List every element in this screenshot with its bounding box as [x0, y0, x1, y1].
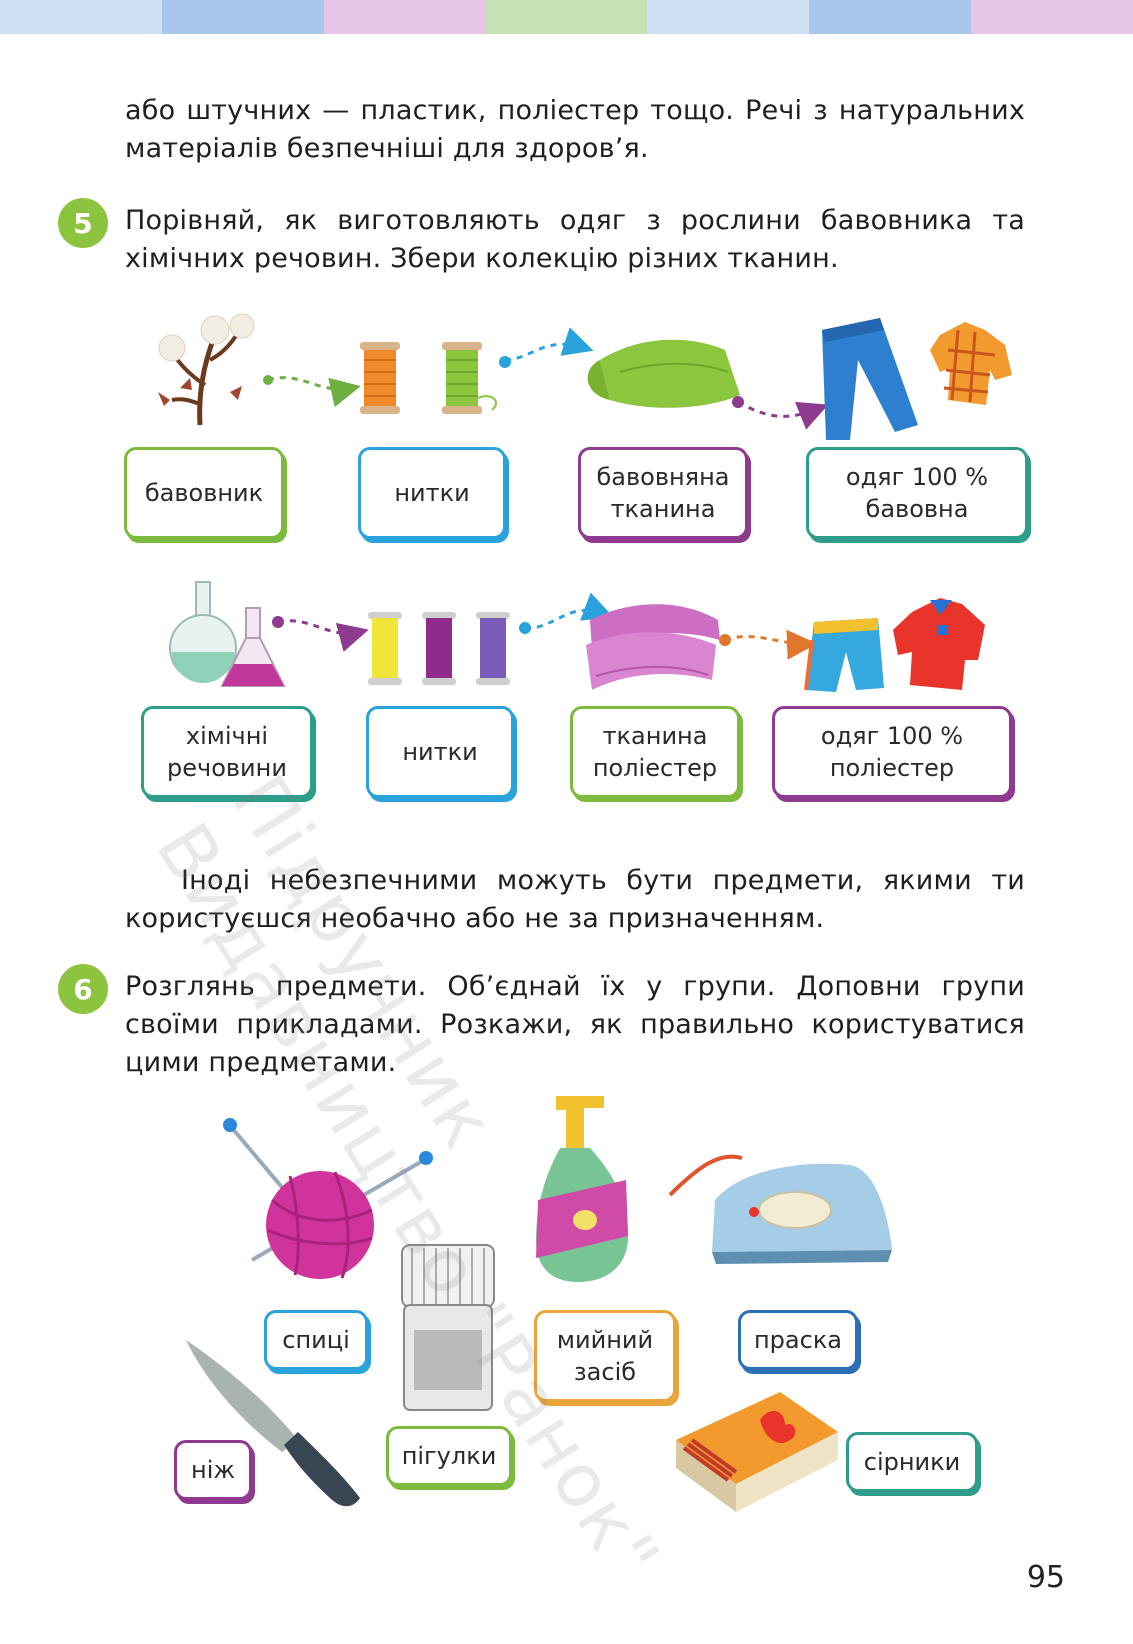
- polyester-fabric-icon: [586, 604, 720, 690]
- spray-bottle-icon: [536, 1096, 629, 1282]
- cotton-plant-icon: [158, 313, 255, 426]
- task-5-text: Порівняй, як виготовляють одяг з рослини…: [125, 205, 1025, 274]
- chemical-flasks-icon: [169, 581, 286, 687]
- label-threads: нитки: [358, 447, 506, 539]
- knife-icon: [186, 1340, 360, 1507]
- label-polyester-clothes: одяг 100 % поліестер: [772, 706, 1012, 798]
- label-iron: праска: [738, 1310, 858, 1370]
- label-knitting-needles: спиці: [264, 1310, 368, 1370]
- cotton-fabric-icon: [587, 339, 740, 408]
- label-knife: ніж: [174, 1440, 252, 1500]
- label-pills: пігулки: [386, 1426, 512, 1486]
- strip-segment: [485, 0, 648, 34]
- top-color-strip: [0, 0, 1133, 34]
- jeans-icon: [822, 318, 918, 440]
- page-number: 95: [1026, 1560, 1065, 1595]
- label-cotton-plant: бавовник: [124, 447, 284, 539]
- yarn-ball-icon: [266, 1171, 374, 1279]
- green-spool-icon: [442, 342, 497, 414]
- purple-spool-icon: [422, 612, 456, 685]
- iron-icon: [668, 1154, 892, 1264]
- pill-bottle-icon: [401, 1244, 495, 1411]
- plaid-shirt-icon: [930, 322, 1012, 405]
- strip-segment: [323, 0, 486, 34]
- label-threads-2: нитки: [366, 706, 514, 798]
- label-cotton-fabric: бавовняна тканина: [578, 447, 748, 539]
- matchbox-icon: [676, 1392, 838, 1512]
- orange-spool-icon: [360, 342, 400, 414]
- label-polyester-fabric: тканина поліестер: [570, 706, 740, 798]
- middle-paragraph: Іноді небезпечними можуть бути предмети,…: [125, 865, 1025, 934]
- strip-segment: [647, 0, 810, 34]
- label-matches: сірники: [846, 1432, 978, 1492]
- label-cotton-clothes: одяг 100 % бавовна: [806, 447, 1028, 539]
- strip-segment: [161, 0, 324, 34]
- strip-segment: [809, 0, 972, 34]
- strip-segment: [971, 0, 1133, 34]
- polo-shirt-icon: [893, 598, 985, 690]
- task-6-number: 6: [58, 964, 108, 1014]
- task-5-number: 5: [58, 198, 108, 248]
- task-6-text: Розглянь предмети. Об’єднай їх у групи. …: [125, 971, 1025, 1078]
- label-cleaning-agent: мийний засіб: [534, 1310, 676, 1402]
- violet-spool-icon: [476, 612, 510, 685]
- yellow-spool-icon: [368, 612, 402, 685]
- label-chemicals: хімічні речовини: [141, 706, 313, 798]
- intro-paragraph: або штучних — пластик, поліестер тощо. Р…: [125, 95, 1025, 164]
- strip-segment: [0, 0, 162, 34]
- shorts-icon: [804, 618, 884, 692]
